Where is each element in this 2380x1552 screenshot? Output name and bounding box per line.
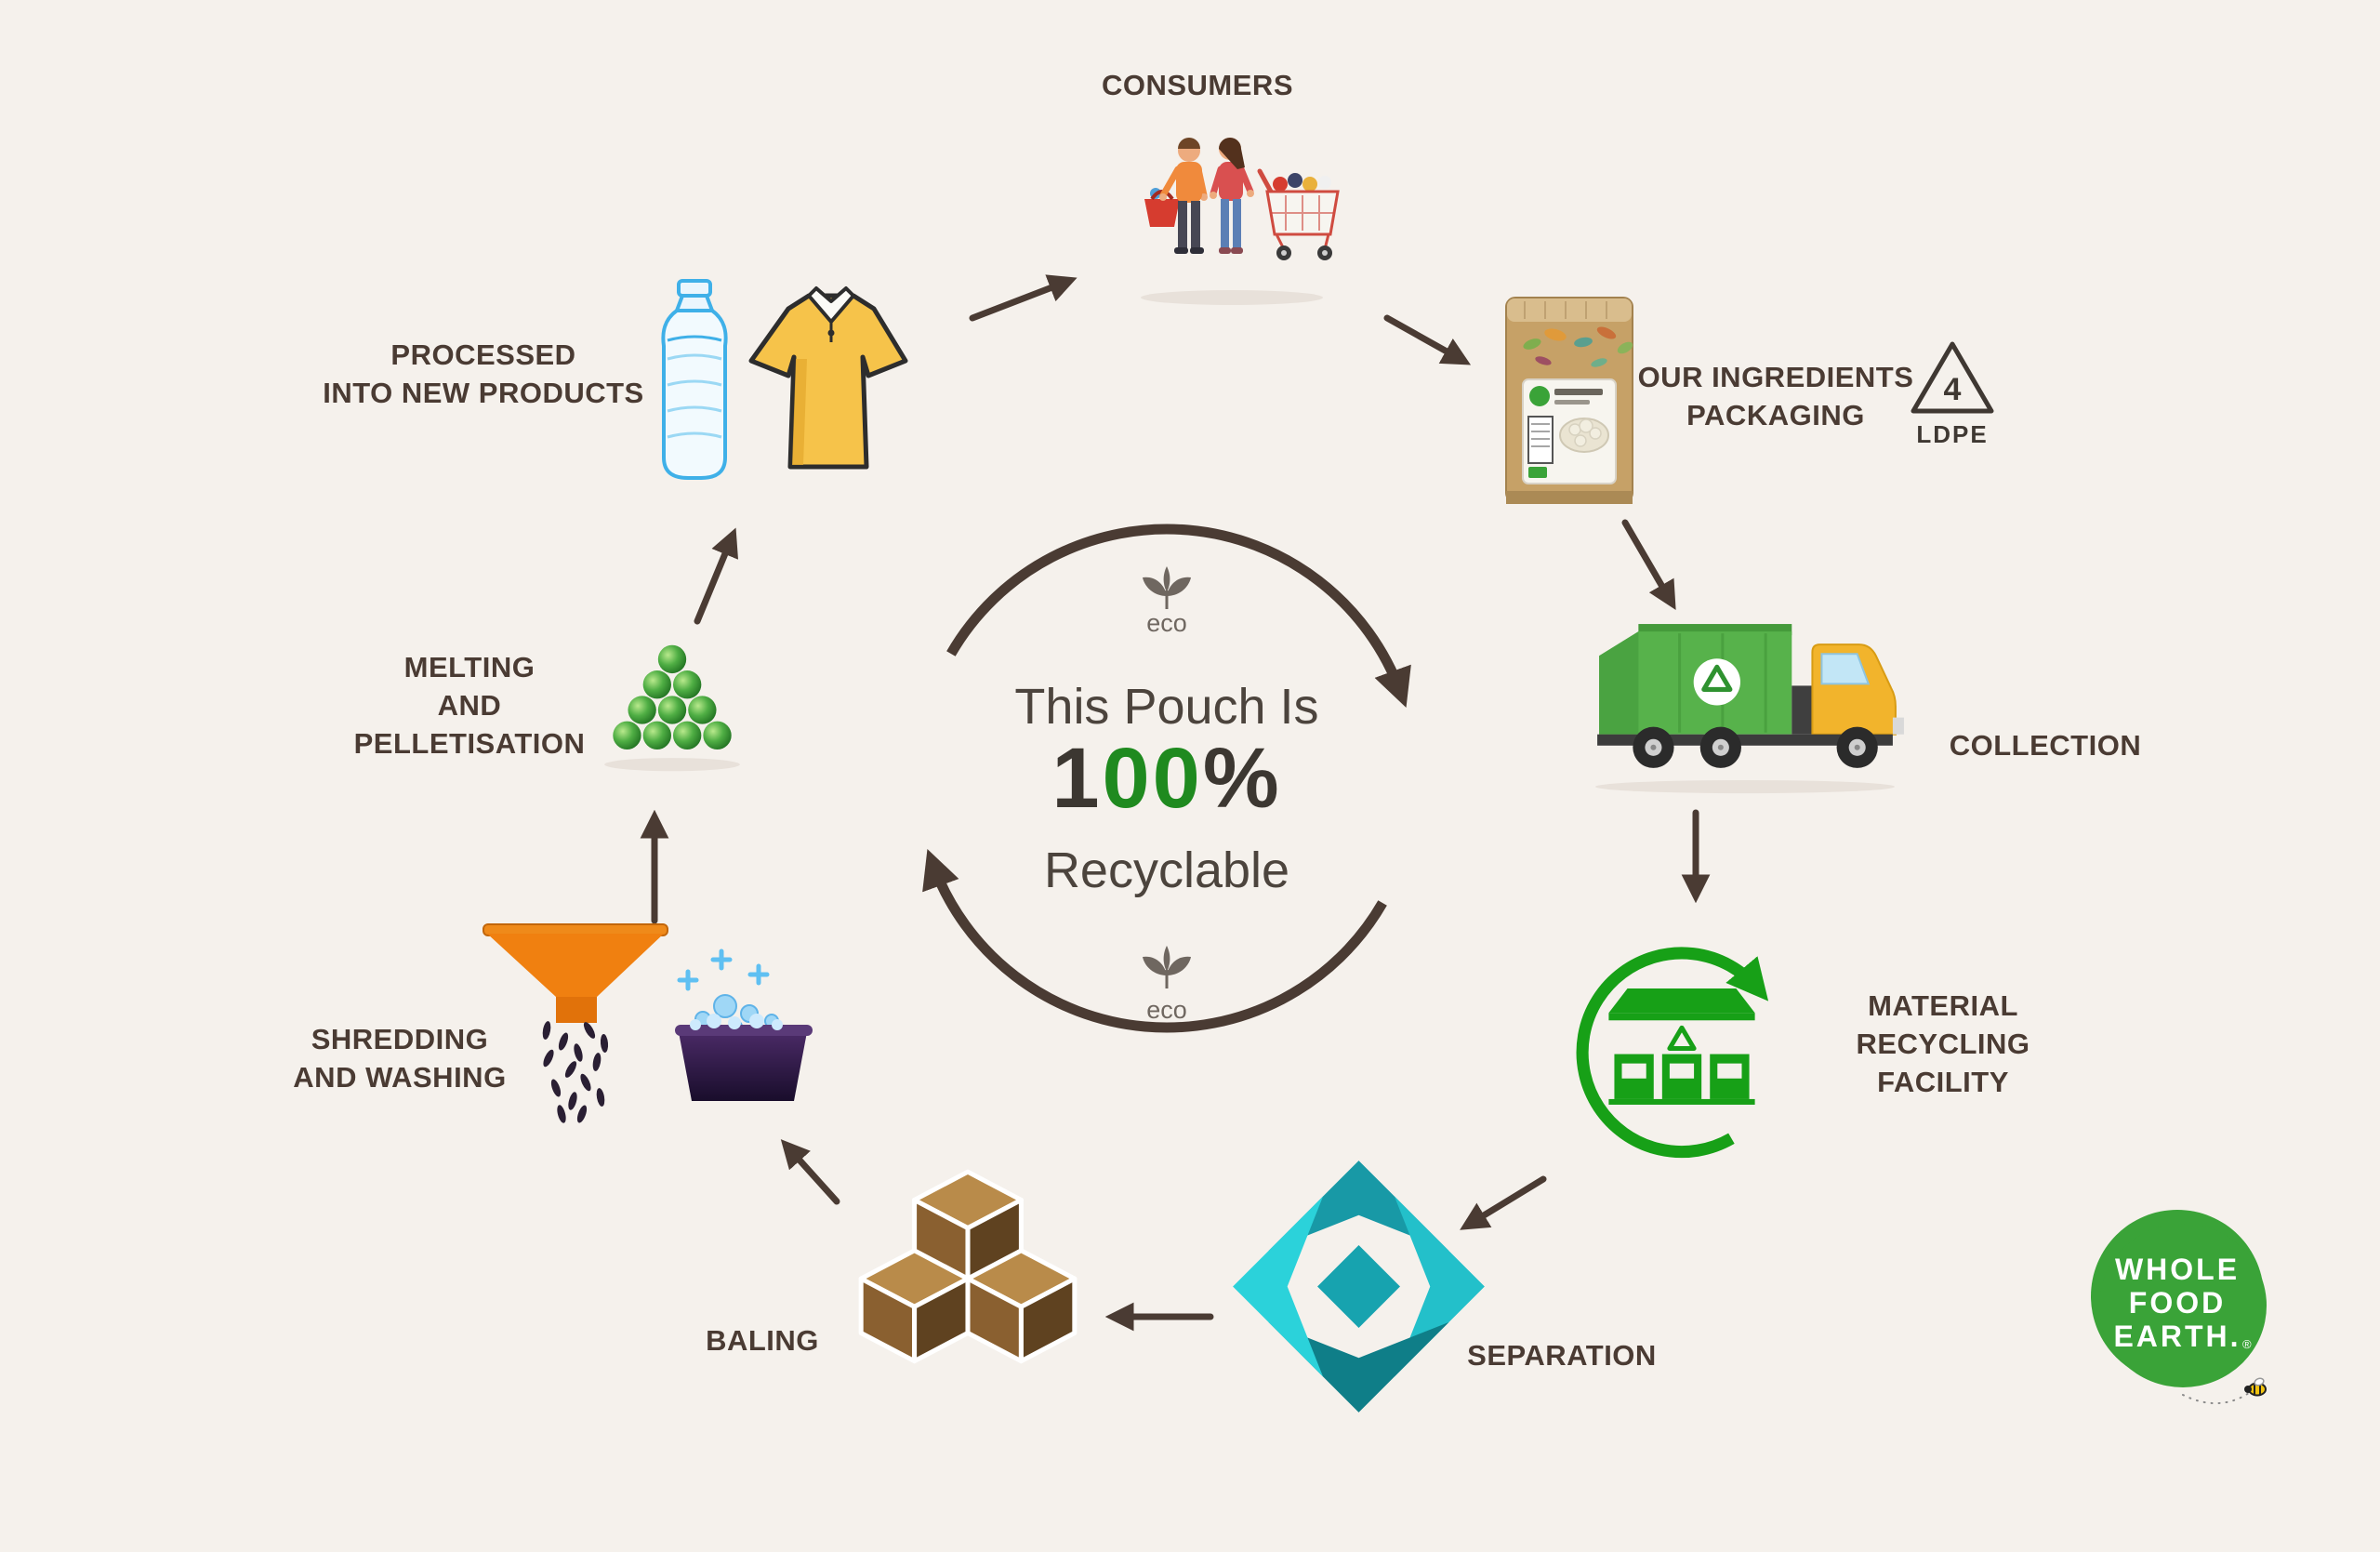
center-line-2: Recyclable bbox=[1043, 842, 1290, 898]
ldpe-code: LDPE bbox=[1916, 420, 1988, 448]
consumers-icon bbox=[1141, 138, 1340, 305]
percent-sign: % bbox=[1202, 731, 1282, 826]
arrow-melting-to-newproducts bbox=[694, 527, 739, 625]
sparkles bbox=[677, 948, 770, 991]
pouch-icon bbox=[1505, 297, 1633, 504]
collection-label: COLLECTION bbox=[1949, 729, 2142, 762]
eco-label-bottom: eco bbox=[1146, 996, 1187, 1024]
water-bottle-icon bbox=[661, 279, 728, 480]
whole-food-earth-logo: WHOLE FOOD EARTH. ® bbox=[2091, 1210, 2267, 1404]
logo-line-1: WHOLE bbox=[2115, 1253, 2240, 1286]
center-cycle: eco eco This Pouch Is 100% Recyclable bbox=[879, 490, 1455, 1067]
shredded-bits bbox=[542, 1021, 609, 1123]
eco-leaf-icon-bottom: eco bbox=[1143, 946, 1191, 1024]
logo-registered-mark: ® bbox=[2242, 1337, 2252, 1351]
center-percentage: 100% bbox=[879, 730, 1455, 828]
center-line-1: This Pouch Is bbox=[1014, 679, 1319, 735]
eco-leaf-icon-top: eco bbox=[1143, 566, 1191, 637]
arrow-consumers-to-packaging bbox=[1383, 314, 1472, 365]
mrf-label: MATERIAL RECYCLING FACILITY bbox=[1856, 989, 2030, 1098]
foam bbox=[690, 1014, 783, 1030]
new-products-label: PROCESSED INTO NEW PRODUCTS bbox=[323, 338, 644, 409]
shredder-and-wash-icon bbox=[483, 923, 813, 1123]
bales-icon bbox=[858, 1169, 1078, 1364]
separation-label: SEPARATION bbox=[1467, 1339, 1657, 1372]
packaging-label: OUR INGREDIENTS PACKAGING bbox=[1637, 361, 1914, 431]
melting-label: MELTING AND PELLETISATION bbox=[353, 651, 586, 760]
arrow-packaging-to-collection bbox=[1621, 519, 1676, 610]
recycling-facility-icon bbox=[1576, 947, 1769, 1159]
garbage-truck-icon bbox=[1595, 624, 1904, 794]
tshirt-icon bbox=[748, 286, 908, 470]
digits-00: 00 bbox=[1102, 731, 1203, 826]
shredding-label: SHREDDING AND WASHING bbox=[293, 1023, 507, 1094]
ldpe-recycling-symbol-icon: 4 LDPE bbox=[1911, 341, 1994, 448]
consumers-label: CONSUMERS bbox=[1101, 69, 1293, 101]
pellets-icon bbox=[604, 644, 740, 772]
arrow-mrf-to-separation bbox=[1460, 1175, 1547, 1230]
pouch-artwork bbox=[1523, 326, 1633, 367]
new-products-icon bbox=[661, 279, 908, 480]
logo-line-3: EARTH. bbox=[2113, 1320, 2241, 1353]
arrow-baling-to-shredding bbox=[780, 1139, 840, 1205]
ldpe-number: 4 bbox=[1944, 372, 1962, 407]
cycle-ring-icon: eco eco bbox=[922, 524, 1411, 1033]
eco-label-top: eco bbox=[1146, 609, 1187, 637]
separation-icon bbox=[1233, 1161, 1485, 1413]
arrow-newproducts-to-consumers bbox=[969, 274, 1078, 322]
baling-label: BALING bbox=[706, 1324, 819, 1357]
logo-line-2: FOOD bbox=[2129, 1286, 2226, 1320]
bee-icon bbox=[2182, 1377, 2267, 1404]
digit-1: 1 bbox=[1051, 731, 1103, 826]
